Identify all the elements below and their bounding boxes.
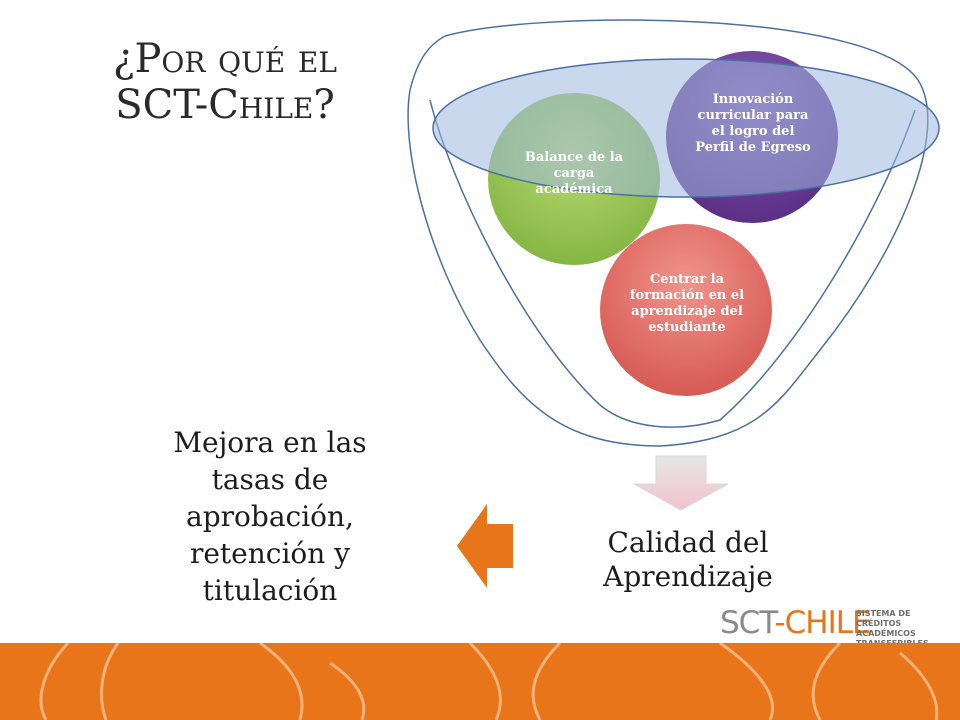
logo-wordmark-prefix: SCT	[720, 605, 775, 641]
left-arrow-icon	[457, 504, 513, 588]
bottom-band	[0, 643, 960, 720]
logo-wordmark: SCT-CHILE	[720, 605, 872, 641]
circle-balance-label: Balance de la carga académica	[524, 150, 624, 197]
circle-centrar	[600, 224, 772, 396]
funnel-inner-outline	[429, 99, 916, 428]
title-line-2: SCT-Chile?	[115, 82, 335, 128]
title-line-1: ¿Por qué el	[113, 36, 337, 82]
down-arrow-icon	[633, 455, 729, 511]
logo-sub-line-1: SISTEMA DE	[856, 609, 911, 618]
calidad-label: Calidad del Aprendizaje	[603, 526, 773, 593]
sct-chile-logo: SCT-CHILE SISTEMA DE CRÉDITOS ACADÉMICOS…	[720, 605, 956, 648]
slide-title: ¿Por qué el SCT-Chile?	[60, 36, 390, 128]
funnel-outline	[407, 19, 929, 447]
logo-wordmark-suffix: -CHILE	[774, 605, 871, 641]
mejora-label: Mejora en las tasas de aprobación, reten…	[173, 426, 367, 607]
circle-innovacion-label: Innovación curricular para el logro del …	[695, 92, 811, 155]
funnel-top-ellipse	[432, 58, 940, 198]
band-decorative-arcs	[39, 643, 939, 720]
circle-centrar-label: Centrar la formación en el aprendizaje d…	[629, 272, 745, 335]
logo-sub-line-2: CRÉDITOS ACADÉMICOS	[856, 619, 916, 638]
